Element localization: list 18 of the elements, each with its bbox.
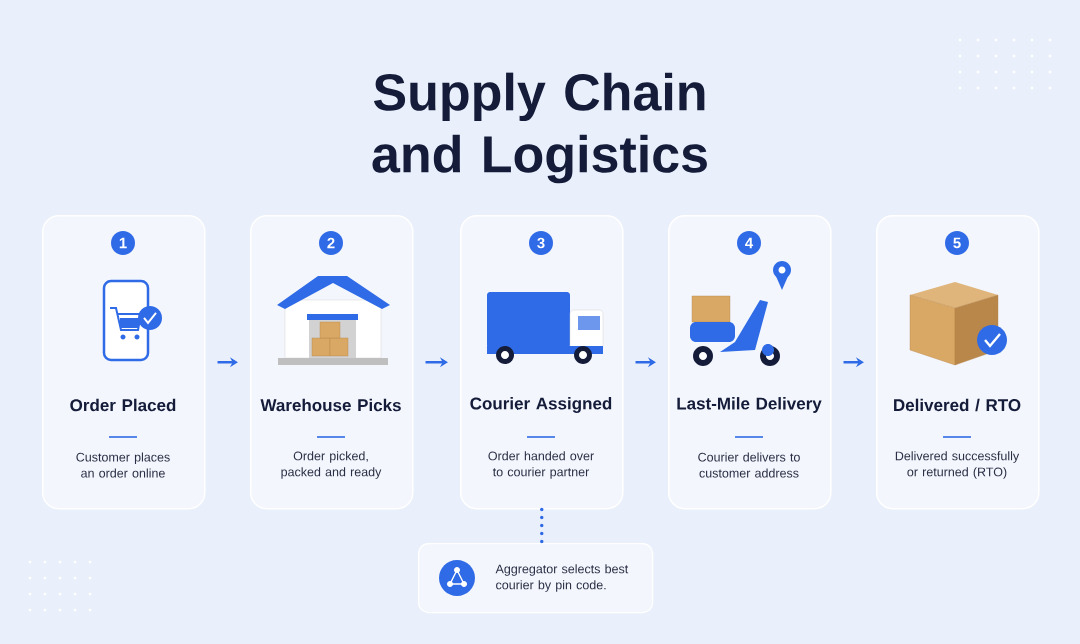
step-description: Courier delivers to customer address — [698, 452, 800, 478]
number-badge: 3 — [529, 231, 553, 255]
step-title: Warehouse Picks — [260, 398, 401, 412]
step-title: Last-Mile Delivery — [677, 397, 822, 413]
dotted-connector — [540, 507, 544, 545]
title: Supply Chain and Logistics — [372, 72, 707, 184]
number-badge: 5 — [945, 231, 969, 255]
step-title: Courier Assigned — [470, 397, 612, 413]
number-badge: 1 — [111, 231, 135, 255]
number-badge: 2 — [319, 231, 343, 255]
step-title: Order Placed — [70, 398, 176, 412]
step-description: Order handed over to courier partner — [488, 451, 594, 479]
step-description: Customer places an order online — [76, 452, 170, 478]
callout-box: Aggregator selects best courier by pin code. — [418, 543, 654, 614]
step-description: Order picked, packed and ready — [281, 451, 382, 479]
step-description: Delivered successfully or returned (RTO) — [895, 451, 1020, 479]
step-title: Delivered / RTO — [894, 398, 1021, 412]
number-badge: 4 — [737, 231, 761, 255]
